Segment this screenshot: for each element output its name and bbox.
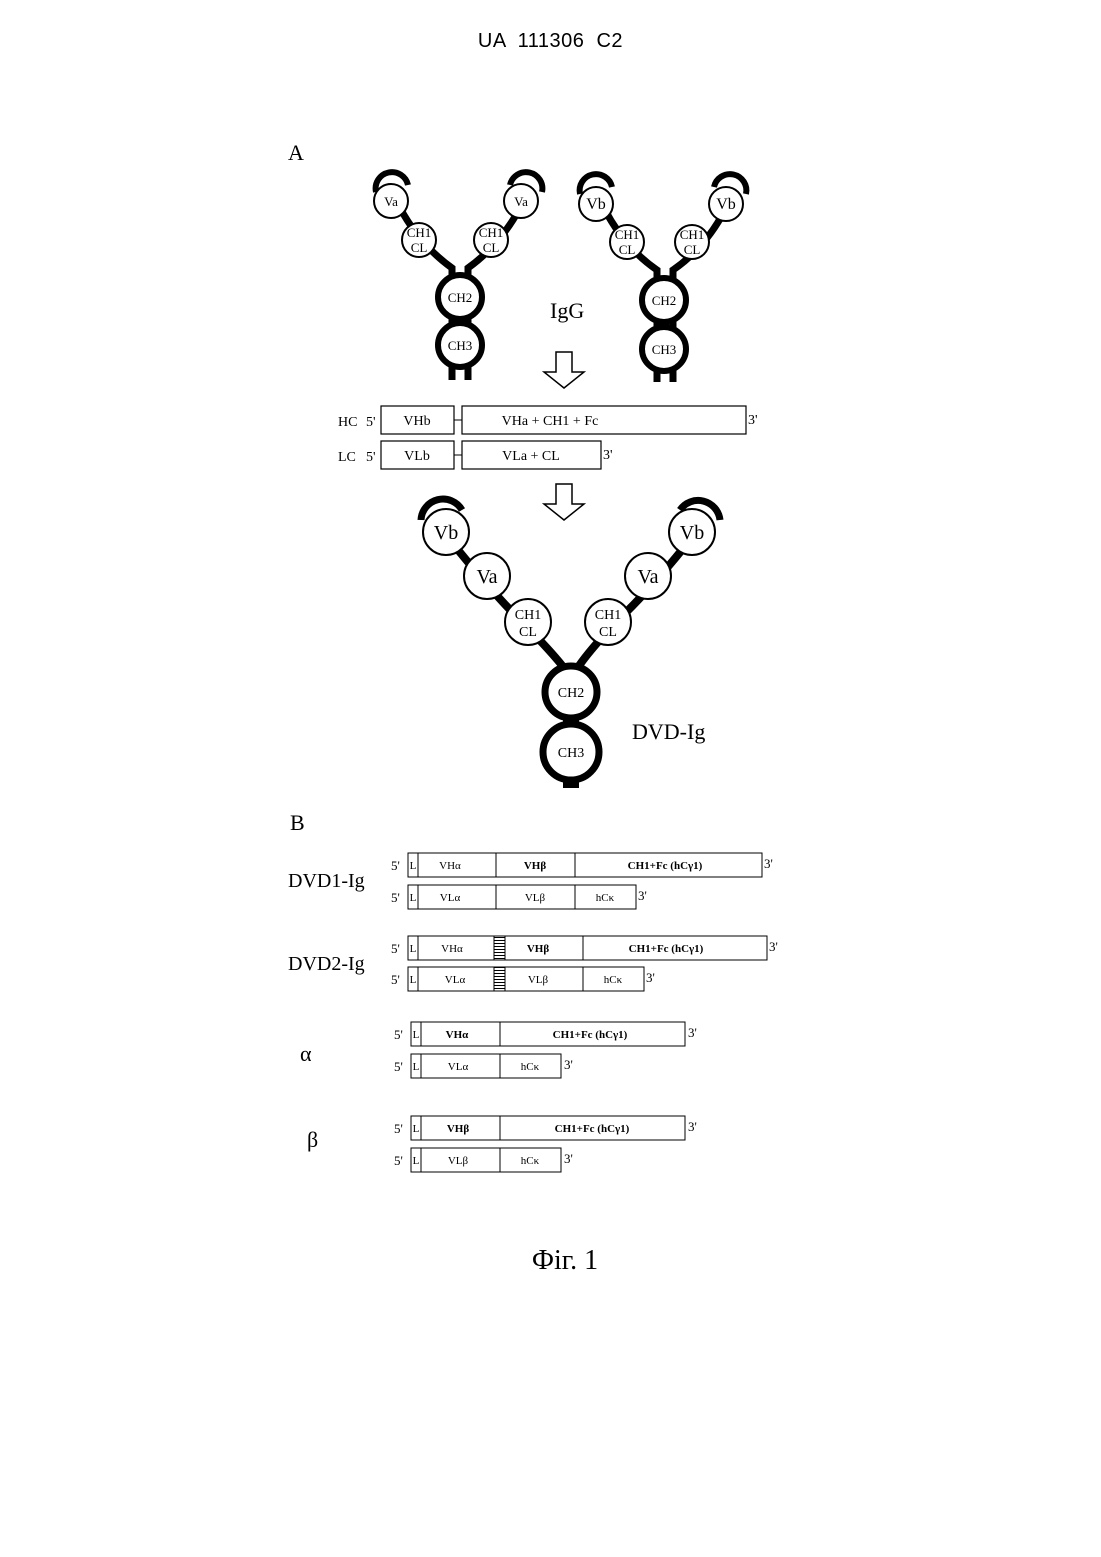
alpha-light-leader-label: L xyxy=(413,1061,420,1073)
label-dvd-vb-right: Vb xyxy=(680,522,704,544)
label-va-left: Va xyxy=(384,194,398,209)
label-dvd-ch2: CH2 xyxy=(558,686,584,701)
down-arrow-icon-2 xyxy=(544,484,584,520)
lc-5prime: 5' xyxy=(366,450,376,465)
beta-light-5prime: 5' xyxy=(394,1153,403,1168)
panel-b-label: B xyxy=(290,810,305,835)
label-dvd-va-left: Va xyxy=(476,566,497,588)
row-name-beta: β xyxy=(307,1127,318,1152)
lc-label: LC xyxy=(338,450,356,465)
alpha-light-seg2-label: hCκ xyxy=(521,1061,540,1073)
label-ch1-right: CH1 xyxy=(479,225,504,240)
row-name-dvd1: DVD1-Ig xyxy=(288,870,365,892)
dvd2-light-leader-label: L xyxy=(410,974,417,986)
alpha-light-seg1-label: VLα xyxy=(448,1061,469,1073)
beta-heavy-leader-label: L xyxy=(413,1123,420,1135)
dvd2-heavy-3prime: 3' xyxy=(769,939,778,954)
dvd-ig-antibody xyxy=(421,499,720,788)
label-ch3-a: CH3 xyxy=(448,338,473,353)
dvd2-heavy-seg3-label: CH1+Fc (hCγ1) xyxy=(629,943,704,955)
dvd1-heavy-seg1-label: VHα xyxy=(439,860,461,872)
dvd2-heavy-seg2-label: VHβ xyxy=(527,943,550,955)
label-dvd-ch3: CH3 xyxy=(558,746,584,761)
label-cl-right-b: CL xyxy=(684,242,701,257)
lc-vlb-label: VLb xyxy=(404,449,430,464)
dvd1-heavy-seg2-label: VHβ xyxy=(524,860,547,872)
dvd2-light-seg1-label: VLα xyxy=(445,974,466,986)
dvd2-light-3prime: 3' xyxy=(646,970,655,985)
alpha-heavy-seg2-label: CH1+Fc (hCγ1) xyxy=(553,1029,628,1041)
alpha-heavy-5prime: 5' xyxy=(394,1027,403,1042)
hc-label: HC xyxy=(338,415,357,430)
dvd2-light-seg3-label: hCκ xyxy=(604,974,623,986)
dvd1-light-leader-label: L xyxy=(410,892,417,904)
beta-heavy-5prime: 5' xyxy=(394,1121,403,1136)
label-ch2-a: CH2 xyxy=(448,290,473,305)
beta-light-3prime: 3' xyxy=(564,1151,573,1166)
row-name-dvd2: DVD2-Ig xyxy=(288,953,365,975)
hc-vha-ch1-fc-label: VHa + CH1 + Fc xyxy=(502,414,599,429)
alpha-heavy-seg1-label: VHα xyxy=(446,1029,470,1041)
dvd1-light-5prime: 5' xyxy=(391,890,400,905)
beta-heavy-seg2-label: CH1+Fc (hCγ1) xyxy=(555,1123,630,1135)
lc-3prime: 3' xyxy=(603,448,613,463)
dvd2-light-seg2-label: VLβ xyxy=(528,974,549,986)
igg-label: IgG xyxy=(550,298,584,323)
alpha-light-5prime: 5' xyxy=(394,1059,403,1074)
beta-light-seg1-label: VLβ xyxy=(448,1155,469,1167)
label-va-right: Va xyxy=(514,194,528,209)
label-cl-right: CL xyxy=(483,240,500,255)
dvd1-heavy-seg3-label: CH1+Fc (hCγ1) xyxy=(628,860,703,872)
figure-caption: Фіг. 1 xyxy=(0,1245,1101,1277)
label-ch1-left-b: CH1 xyxy=(615,227,640,242)
dvd2-heavy-leader-label: L xyxy=(410,943,417,955)
dvd1-heavy-3prime: 3' xyxy=(764,856,773,871)
label-vb-left: Vb xyxy=(586,196,606,213)
dvd2-heavy-seg1-label: VHα xyxy=(441,943,463,955)
dvd1-heavy-leader-label: L xyxy=(410,860,417,872)
panel-a-label: A xyxy=(288,140,304,165)
dvd2-heavy-5prime: 5' xyxy=(391,941,400,956)
label-ch1-left: CH1 xyxy=(407,225,432,240)
beta-heavy-seg1-label: VHβ xyxy=(447,1123,470,1135)
dvd1-heavy-5prime: 5' xyxy=(391,858,400,873)
alpha-heavy-leader-label: L xyxy=(413,1029,420,1041)
label-dvd-va-right: Va xyxy=(637,566,658,588)
beta-light-seg2-label: hCκ xyxy=(521,1155,540,1167)
dvd2-heavy-linker xyxy=(494,936,505,960)
label-ch1-right-b: CH1 xyxy=(680,227,705,242)
alpha-light-3prime: 3' xyxy=(564,1057,573,1072)
label-ch3-b: CH3 xyxy=(652,342,677,357)
label-vb-right: Vb xyxy=(716,196,736,213)
beta-heavy-3prime: 3' xyxy=(688,1119,697,1134)
label-dvd-ch1-left: CH1 xyxy=(515,608,541,623)
dvd-ig-label: DVD-Ig xyxy=(632,719,705,744)
label-ch2-b: CH2 xyxy=(652,293,677,308)
beta-light-leader-label: L xyxy=(413,1155,420,1167)
alpha-heavy-3prime: 3' xyxy=(688,1025,697,1040)
down-arrow-icon xyxy=(544,352,584,388)
label-dvd-cl-right: CL xyxy=(599,625,617,640)
dvd1-light-seg3-label: hCκ xyxy=(596,892,615,904)
dvd2-light-5prime: 5' xyxy=(391,972,400,987)
label-cl-left: CL xyxy=(411,240,428,255)
label-dvd-vb-left: Vb xyxy=(434,522,458,544)
lc-vla-cl-label: VLa + CL xyxy=(502,449,560,464)
dvd2-light-linker xyxy=(494,967,505,991)
label-dvd-ch1-right: CH1 xyxy=(595,608,621,623)
hc-5prime: 5' xyxy=(366,415,376,430)
hc-3prime: 3' xyxy=(748,413,758,428)
dvd1-light-3prime: 3' xyxy=(638,888,647,903)
dvd1-light-seg2-label: VLβ xyxy=(525,892,546,904)
dvd1-light-seg1-label: VLα xyxy=(440,892,461,904)
label-cl-left-b: CL xyxy=(619,242,636,257)
hc-vhb-label: VHb xyxy=(403,414,430,429)
label-dvd-cl-left: CL xyxy=(519,625,537,640)
row-name-alpha: α xyxy=(300,1041,312,1066)
